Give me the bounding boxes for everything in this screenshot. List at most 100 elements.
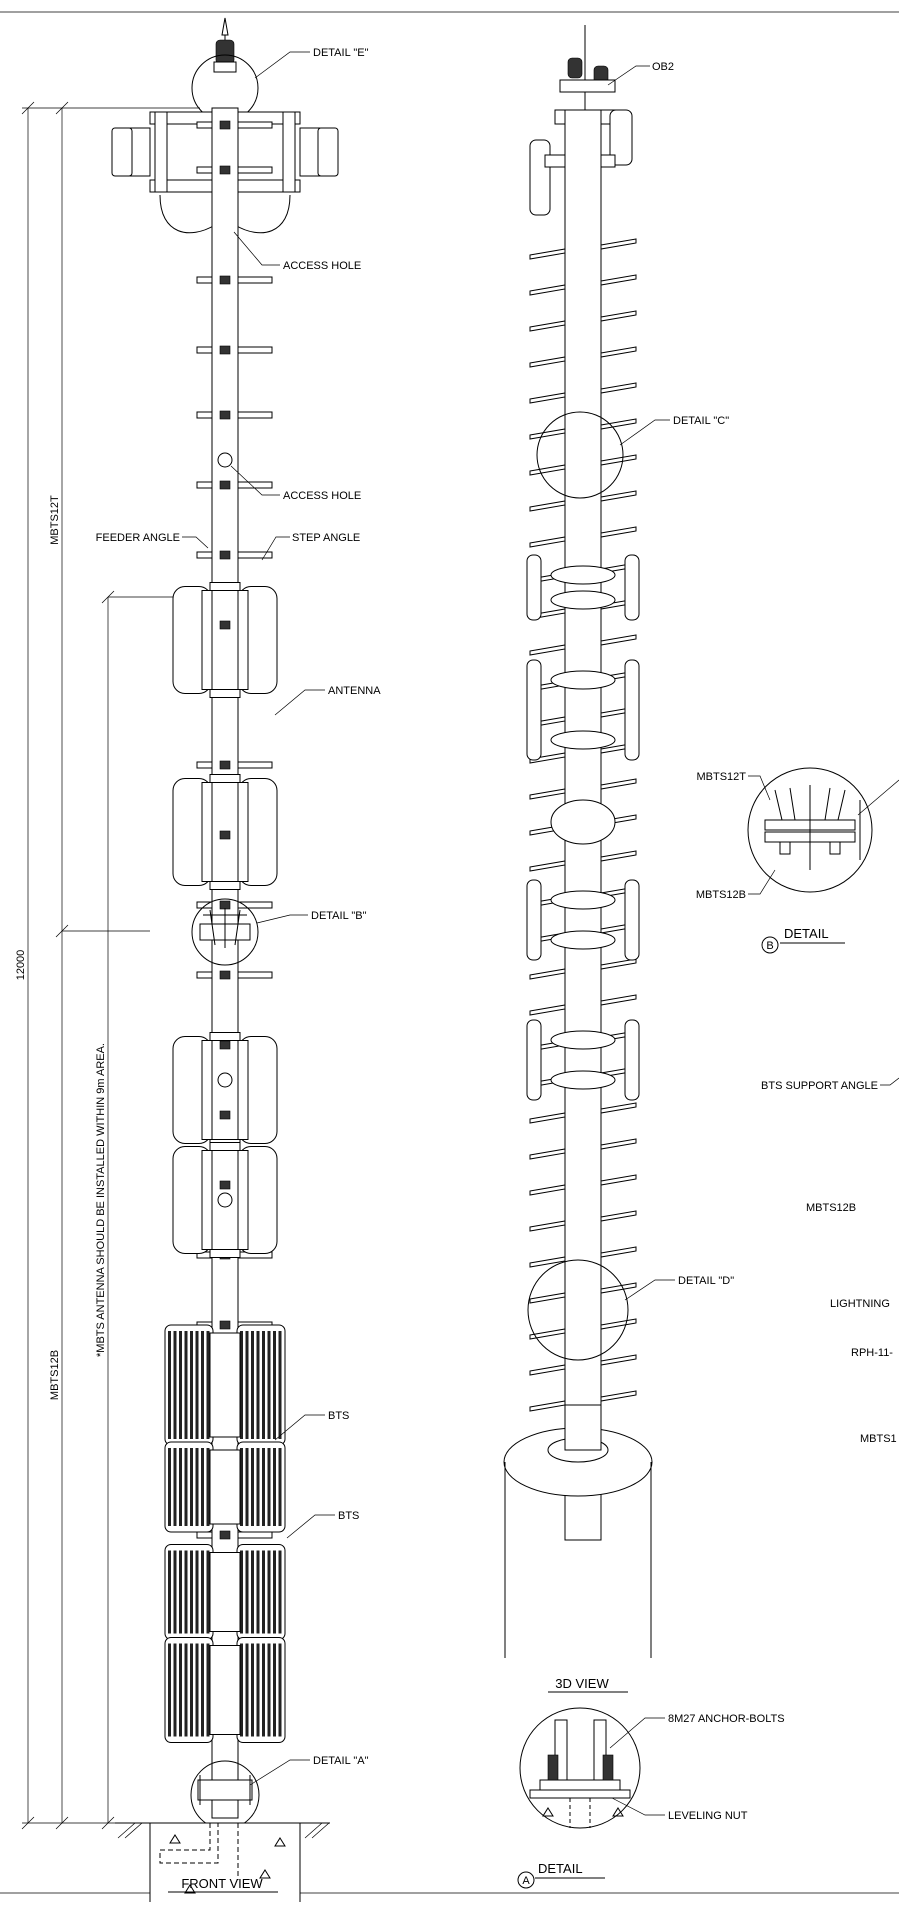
antenna-unit <box>172 1032 278 1148</box>
bts-unit <box>164 1324 286 1446</box>
step-angle <box>196 120 273 130</box>
3d-step-angle <box>529 1318 637 1340</box>
3d-step-angle <box>529 1282 637 1304</box>
3d-step-angle <box>529 274 637 296</box>
3d-step-angle <box>529 1174 637 1196</box>
label-feeder-angle: FEEDER ANGLE <box>96 532 180 544</box>
right-edge-labels: BTS SUPPORT ANGLE MBTS12B LIGHTNING RPH-… <box>761 1077 899 1445</box>
view-3d: OB2 DETAIL "C" DETAIL "D" 3D VIEW <box>503 25 734 1693</box>
access-hole-lower-icon <box>217 1072 233 1088</box>
3d-step-angle <box>529 382 637 404</box>
3d-step-angle <box>529 1102 637 1124</box>
bts-unit <box>164 1441 286 1533</box>
label-bts-1: BTS <box>328 1410 349 1422</box>
3d-step-angle <box>529 994 637 1016</box>
label-access-hole-top: ACCESS HOLE <box>283 260 361 272</box>
step-angle <box>196 275 273 285</box>
obstruction-lights <box>559 25 616 110</box>
3d-view-title: 3D VIEW <box>555 1676 609 1691</box>
detail-a-title: DETAIL <box>538 1861 583 1876</box>
detail-c-circle <box>536 411 624 499</box>
detail-a-marker-circle <box>517 1871 535 1889</box>
front-leaders <box>182 51 335 1786</box>
bts-unit <box>164 1544 286 1640</box>
dim-overall: 12000 <box>15 950 27 981</box>
detail-a-view: 8M27 ANCHOR-BOLTS LEVELING NUT A DETAIL <box>517 1707 785 1889</box>
detail-d-circle <box>527 1259 629 1361</box>
3d-step-angle <box>529 778 637 800</box>
3d-step-angle <box>529 1210 637 1232</box>
antenna-unit <box>172 582 278 698</box>
front-view-title: FRONT VIEW <box>181 1876 263 1891</box>
label-mbts12b-edge: MBTS12B <box>806 1202 856 1214</box>
label-access-hole-mid: ACCESS HOLE <box>283 490 361 502</box>
detail-b-marker: B <box>766 940 773 952</box>
antennas <box>172 582 278 1258</box>
label-mbts1: MBTS1 <box>860 1433 897 1445</box>
dimension-lines <box>21 101 200 1830</box>
bts-units <box>164 1324 286 1743</box>
label-detail-b: DETAIL "B" <box>311 910 367 922</box>
3d-step-angle <box>529 490 637 512</box>
3d-antenna-unit <box>526 554 640 621</box>
3d-step-angle <box>529 1138 637 1160</box>
label-antenna: ANTENNA <box>328 685 381 697</box>
foundation <box>115 1760 330 1907</box>
antenna-unit <box>172 774 278 890</box>
3d-step-angle <box>529 454 637 476</box>
access-hole-mid-icon <box>217 452 233 468</box>
detail-a-marker: A <box>522 1875 530 1887</box>
dim-bottom-segment: MBTS12B <box>49 1350 61 1400</box>
step-angle <box>196 410 273 420</box>
3d-mid-hub <box>550 799 616 845</box>
3d-step-angle <box>529 310 637 332</box>
3d-step-angle <box>529 238 637 260</box>
label-detail-b-top: MBTS12T <box>696 771 746 783</box>
step-angle <box>196 970 273 980</box>
dim-antenna-note: *MBTS ANTENNA SHOULD BE INSTALLED WITHIN… <box>95 1043 107 1357</box>
3d-leaders <box>607 65 675 1301</box>
detail-b-marker <box>191 898 259 966</box>
label-detail-b-bottom: MBTS12B <box>696 889 746 901</box>
lightning-rod <box>213 17 237 73</box>
detail-b-marker-circle <box>761 936 779 954</box>
step-angle <box>196 550 273 560</box>
access-hole-bottom-icon <box>217 1192 233 1208</box>
step-angle <box>196 345 273 355</box>
3d-step-angle <box>529 418 637 440</box>
label-ob2: OB2 <box>652 61 674 73</box>
step-angle <box>196 165 273 175</box>
label-detail-a: DETAIL "A" <box>313 1755 369 1767</box>
3d-step-angle <box>529 850 637 872</box>
label-detail-d: DETAIL "D" <box>678 1275 734 1287</box>
dim-top-segment: MBTS12T <box>49 495 61 545</box>
label-leveling-nut: LEVELING NUT <box>668 1810 748 1822</box>
3d-step-angle <box>529 634 637 656</box>
3d-antennas <box>526 554 640 1101</box>
bts-unit <box>164 1637 286 1743</box>
detail-b-title: DETAIL <box>784 926 829 941</box>
detail-b-view: MBTS12T MBTS12B B DETAIL <box>696 767 899 954</box>
3d-step-angle <box>529 1246 637 1268</box>
3d-antenna-unit <box>526 1019 640 1101</box>
label-anchor-bolts: 8M27 ANCHOR-BOLTS <box>668 1713 785 1725</box>
label-lightning: LIGHTNING <box>830 1298 890 1310</box>
label-detail-e: DETAIL "E" <box>313 47 369 59</box>
label-bts-2: BTS <box>338 1510 359 1522</box>
step-angle <box>196 760 273 770</box>
3d-step-angle <box>529 958 637 980</box>
3d-antenna-unit <box>526 659 640 761</box>
label-step-angle: STEP ANGLE <box>292 532 360 544</box>
label-detail-c: DETAIL "C" <box>673 415 729 427</box>
3d-step-angle <box>529 1354 637 1376</box>
3d-step-angle <box>529 526 637 548</box>
label-rph: RPH-11- <box>851 1347 893 1359</box>
label-bts-support-angle: BTS SUPPORT ANGLE <box>761 1080 878 1092</box>
3d-foundation <box>503 1404 653 1658</box>
3d-step-angle <box>529 346 637 368</box>
antenna-unit <box>172 1142 278 1258</box>
front-view: 12000 MBTS12T MBTS12B *MBTS ANTENNA SHOU… <box>15 17 381 1907</box>
3d-antenna-unit <box>526 879 640 961</box>
